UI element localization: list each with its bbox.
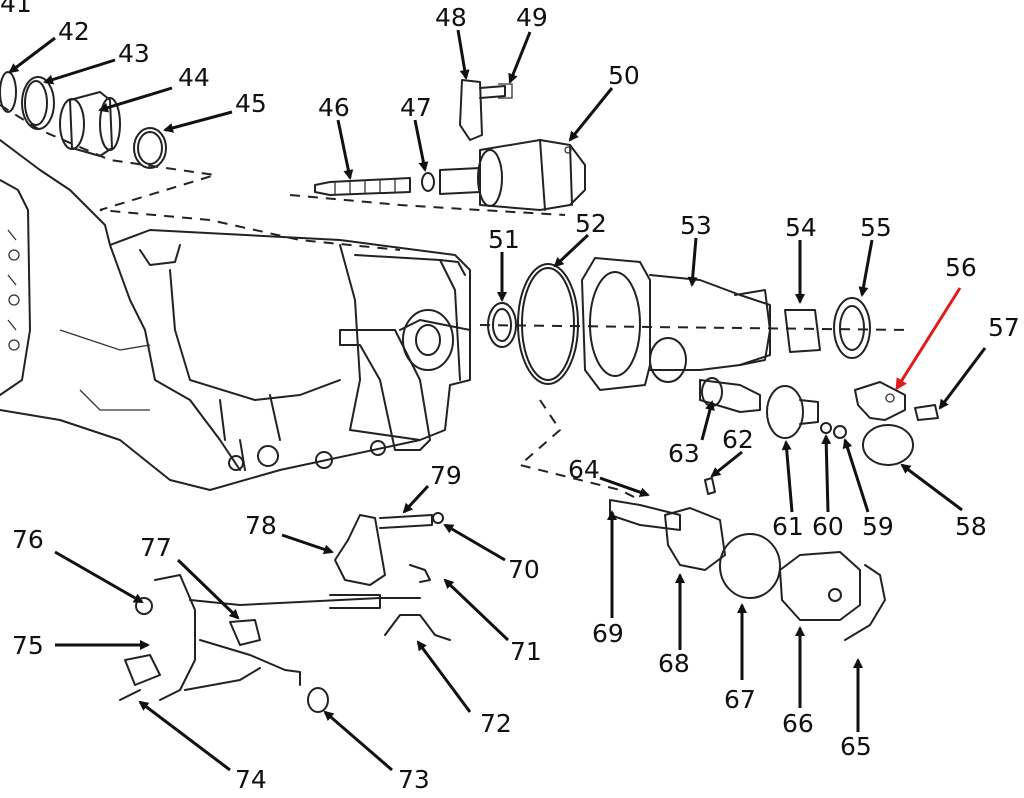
callout-71: 71 [510, 637, 542, 666]
callout-65: 65 [840, 732, 872, 761]
callout-44: 44 [178, 63, 210, 92]
callout-75: 75 [12, 631, 44, 660]
callout-62: 62 [722, 425, 754, 454]
callout-68: 68 [658, 649, 690, 678]
governor-parts [517, 377, 886, 641]
callout-64: 64 [568, 455, 600, 484]
modulator-parts [289, 79, 586, 216]
callout-52: 52 [575, 209, 607, 238]
callout-76: 76 [12, 525, 44, 554]
callout-45: 45 [235, 89, 267, 118]
callout-55: 55 [860, 213, 892, 242]
callout-48: 48 [435, 3, 467, 32]
callout-41: 41 [0, 0, 32, 18]
callout-73: 73 [398, 765, 430, 794]
callout-77: 77 [140, 533, 172, 562]
callout-69: 69 [592, 619, 624, 648]
callout-67: 67 [724, 685, 756, 714]
callout-63: 63 [668, 439, 700, 468]
callout-53: 53 [680, 211, 712, 240]
callout-50: 50 [608, 61, 640, 90]
callout-43: 43 [118, 39, 150, 68]
callout-74: 74 [235, 765, 267, 794]
callout-leaders [8, 29, 987, 772]
callout-54: 54 [785, 213, 817, 242]
callout-46: 46 [318, 93, 350, 122]
callout-70: 70 [508, 555, 540, 584]
rear-seal-parts [0, 71, 167, 169]
callout-49: 49 [516, 3, 548, 32]
callout-66: 66 [782, 709, 814, 738]
callout-79: 79 [430, 461, 462, 490]
callout-56: 56 [945, 253, 977, 282]
callout-57: 57 [988, 313, 1020, 342]
callout-78: 78 [245, 511, 277, 540]
callout-60: 60 [812, 512, 844, 541]
callout-47: 47 [400, 93, 432, 122]
transmission-case [0, 104, 471, 491]
callout-61: 61 [772, 512, 804, 541]
callout-72: 72 [480, 709, 512, 738]
callout-51: 51 [488, 225, 520, 254]
shift-linkage-parts [119, 512, 451, 713]
callout-59: 59 [862, 512, 894, 541]
callout-42: 42 [58, 17, 90, 46]
callout-58: 58 [955, 512, 987, 541]
extension-housing [479, 257, 939, 466]
